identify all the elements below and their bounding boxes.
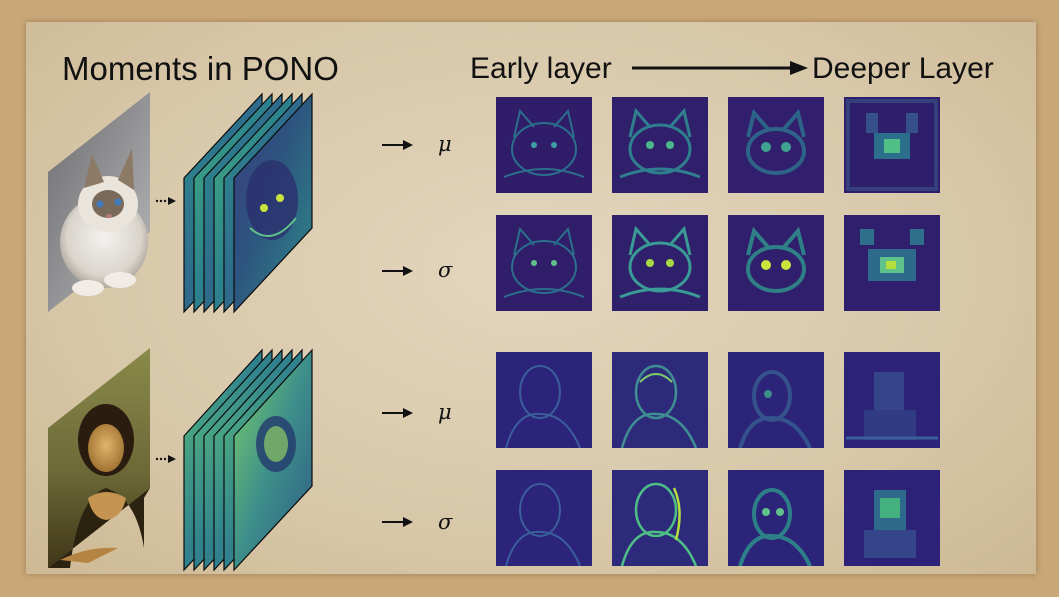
mona-mean-map-layer-1: [496, 352, 592, 448]
slide-title: Moments in PONO: [62, 50, 339, 87]
mona-mean-arrow: [382, 408, 413, 418]
cat-std-map-layer-2: [612, 215, 708, 311]
cat-mean-arrow: [382, 140, 413, 150]
cat-std-map-layer-1: [496, 215, 592, 311]
mona-std-map-layer-2: [612, 470, 708, 566]
mona-mean-map-layer-2: [612, 352, 708, 448]
cat-photo: [48, 92, 150, 312]
cat-mean-map-layer-4: [844, 97, 940, 193]
cat-std-map-layer-3: [728, 215, 824, 311]
mona-feature-stack: [183, 348, 313, 572]
cat-mean-map-layer-2: [612, 97, 708, 193]
mona-mean-map-layer-4: [844, 352, 940, 448]
cat-mean-map-layer-1: [496, 97, 592, 193]
mona-std-symbol: σ: [438, 510, 453, 534]
cat-mean-map-layer-3: [728, 97, 824, 193]
cat-feature-stack: [183, 92, 313, 314]
mona-mean-map-layer-3: [728, 352, 824, 448]
mona-std-arrow: [382, 517, 413, 527]
mona-std-map-layer-4: [844, 470, 940, 566]
deeper-layer-label: Deeper Layer: [812, 52, 994, 85]
cat-std-symbol: σ: [438, 258, 453, 282]
cat-std-map-layer-4: [844, 215, 940, 311]
layer-progress-arrow: [632, 61, 808, 75]
mona-mean-symbol: μ: [438, 400, 452, 424]
mona-lisa-photo: [48, 348, 150, 568]
mona-std-map-layer-3: [728, 470, 824, 566]
mona-connector-arrow: [155, 455, 176, 463]
cat-std-arrow: [382, 266, 413, 276]
cat-connector-arrow: [155, 197, 176, 205]
cat-mean-symbol: μ: [438, 132, 452, 156]
early-layer-label: Early layer: [470, 52, 612, 85]
mona-std-map-layer-1: [496, 470, 592, 566]
